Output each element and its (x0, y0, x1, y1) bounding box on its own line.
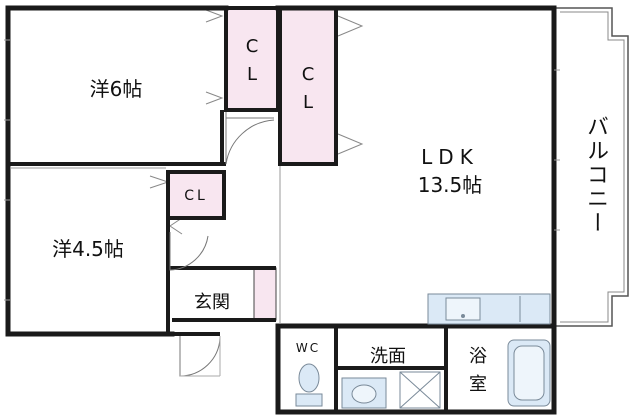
room-ldk-size: 13.5帖 (418, 173, 483, 197)
closet-c-fill (170, 174, 222, 216)
washer-space (399, 371, 441, 409)
closet-a-label-l: L (247, 64, 257, 85)
closet-c-label: CL (184, 188, 208, 204)
room-western-4-5: 洋4.5帖 (52, 237, 124, 261)
room-entrance: 玄関 (194, 292, 230, 313)
interior-walls (8, 6, 448, 412)
closet-b-fill (280, 8, 336, 162)
closet-b-label-l: L (303, 92, 313, 113)
toilet-fixture (295, 363, 323, 407)
room-ldk-name: LDK (421, 145, 479, 169)
bathtub-fixture (507, 339, 551, 407)
thin-lines (4, 39, 560, 324)
room-toilet: WC (296, 341, 320, 355)
washbasin-fixture (341, 377, 387, 409)
room-bath-top: 浴 (469, 346, 487, 367)
balcony-label: バルコニー (583, 115, 608, 235)
room-washroom: 洗面 (370, 346, 406, 367)
entrance-shelf (253, 267, 277, 321)
closet-door-lines (149, 9, 364, 235)
closet-a-fill (226, 8, 278, 110)
closet-b-label-c: C (302, 64, 315, 85)
walls (5, 5, 557, 415)
closet-a-label-c: C (246, 36, 259, 57)
room-western-6: 洋6帖 (90, 77, 143, 101)
kitchen-counter (427, 293, 551, 325)
room-bath-bottom: 室 (469, 374, 487, 395)
balcony-outline (556, 7, 629, 327)
door-swings (169, 112, 275, 377)
